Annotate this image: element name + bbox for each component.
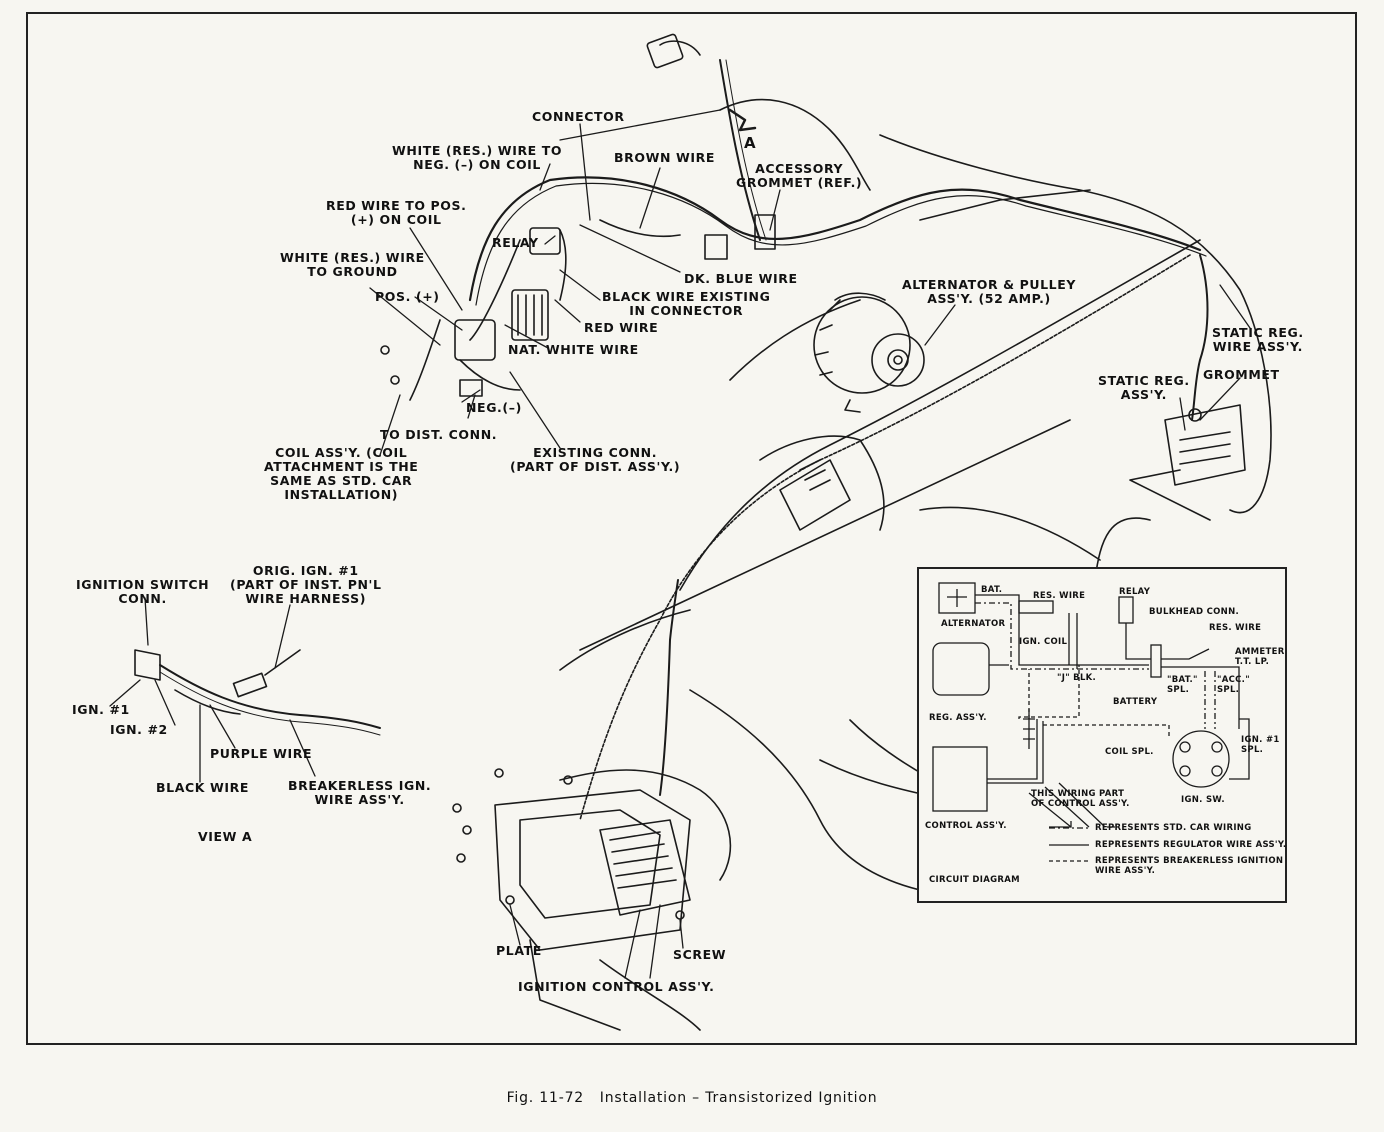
label-static-reg-wire: STATIC REG. WIRE ASS'Y. [1212,325,1304,354]
label-grommet: GROMMET [1203,367,1280,382]
cd-title: CIRCUIT DIAGRAM [929,875,1020,885]
label-to-dist-conn: TO DIST. CONN. [380,427,498,442]
cd-relay-label: RELAY [1119,587,1151,597]
label-relay: RELAY [492,235,539,250]
figure-number: Fig. 11-72 [506,1090,584,1106]
cd-bat-spl-label: "BAT." SPL. [1167,675,1198,695]
label-static-reg-assy: STATIC REG. ASS'Y. [1098,373,1190,402]
label-view-a-marker: A [744,134,757,152]
cd-ign-sw-label: IGN. SW. [1181,795,1225,805]
label-neg-minus: NEG.(–) [466,400,522,415]
cd-legend-regulator: REPRESENTS REGULATOR WIRE ASS'Y. [1095,840,1287,850]
cd-res-wire-2-label: RES. WIRE [1209,623,1262,633]
label-accessory-grommet: ACCESSORY GROMMET (REF.) [736,161,863,190]
label-orig-ign: ORIG. IGN. #1 (PART OF INST. PN'L WIRE H… [230,563,382,606]
cd-coil-spl-label: COIL SPL. [1105,747,1154,757]
cd-ign-coil-label: IGN. COIL [1019,637,1068,647]
label-purple-wire: PURPLE WIRE [210,746,313,761]
label-red-wire: RED WIRE [584,320,659,335]
label-screw: SCREW [673,947,727,962]
label-coil-assy: COIL ASS'Y. (COIL ATTACHMENT IS THE SAME… [264,445,419,502]
label-ign-1: IGN. #1 [72,702,130,717]
cd-legend-breakerless: REPRESENTS BREAKERLESS IGNITION WIRE ASS… [1095,856,1284,876]
cd-control-assy-label: CONTROL ASS'Y. [925,821,1007,831]
cd-bat-label: BAT. [981,585,1003,595]
label-existing-conn: EXISTING CONN. (PART OF DIST. ASS'Y.) [510,445,681,474]
label-ignition-control-assy: IGNITION CONTROL ASS'Y. [518,979,715,994]
cd-reg-assy-label: REG. ASS'Y. [929,713,987,723]
circuit-diagram-wiring [932,582,1250,828]
label-ignition-switch-conn: IGNITION SWITCH CONN. [76,577,210,606]
cd-legend-std: REPRESENTS STD. CAR WIRING [1095,823,1252,833]
label-red-wire-to-pos: RED WIRE TO POS. (+) ON COIL [326,198,467,227]
figure-frame [26,12,1357,1045]
label-nat-white-wire: NAT. WHITE WIRE [508,342,639,357]
label-view-a: VIEW A [198,829,253,844]
cd-alternator-label: ALTERNATOR [941,619,1006,629]
cd-bulkhead-label: BULKHEAD CONN. [1149,607,1240,617]
figure-title: Installation – Transistorized Ignition [599,1090,878,1106]
label-pos-plus: POS. (+) [375,289,440,304]
cd-res-wire-label: RES. WIRE [1033,591,1086,601]
cd-ign-1-spl-label: IGN. #1 SPL. [1241,735,1280,755]
label-white-res-wire-to-neg: WHITE (RES.) WIRE TO NEG. (–) ON COIL [392,143,563,172]
label-breakerless-ign: BREAKERLESS IGN. WIRE ASS'Y. [288,778,432,807]
circuit-diagram: ALTERNATOR BAT. RES. WIRE IGN. COIL RELA… [917,567,1287,903]
cd-ammeter-label: AMMETER T.T. LP. [1235,647,1285,667]
label-brown-wire: BROWN WIRE [614,150,715,165]
label-alternator-pulley: ALTERNATOR & PULLEY ASS'Y. (52 AMP.) [902,277,1077,306]
circuit-legend-lines [1049,827,1089,862]
label-plate: PLATE [496,943,542,958]
cd-j-blk-label: "J" BLK. [1057,673,1097,683]
label-dk-blue-wire: DK. BLUE WIRE [684,271,798,286]
cd-this-wiring-label: THIS WIRING PART OF CONTROL ASS'Y. [1031,789,1130,809]
label-black-wire: BLACK WIRE [156,780,249,795]
cd-acc-spl-label: "ACC." SPL. [1217,675,1250,695]
label-black-wire-existing: BLACK WIRE EXISTING IN CONNECTOR [602,289,771,318]
label-ign-2: IGN. #2 [110,722,168,737]
label-white-res-wire-to-ground: WHITE (RES.) WIRE TO GROUND [280,250,425,279]
label-connector: CONNECTOR [532,109,625,124]
figure-caption: Fig. 11-72 Installation – Transistorized… [0,1090,1384,1106]
cd-battery-label: BATTERY [1113,697,1158,707]
